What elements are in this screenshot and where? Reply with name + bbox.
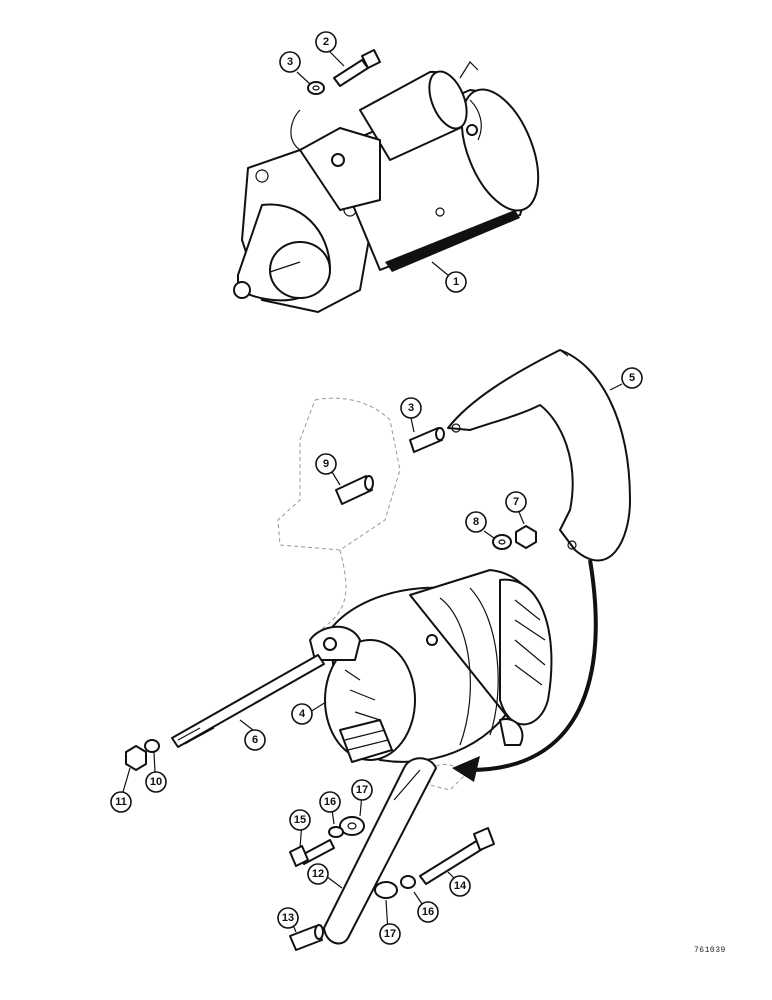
- strap-washer-lower: [374, 881, 398, 899]
- callout-9: 9: [315, 453, 337, 475]
- callout-3-top-label: 3: [287, 56, 293, 68]
- callout-12: 12: [307, 863, 329, 885]
- callout-17-upper-label: 17: [356, 784, 368, 796]
- callout-17-lower: 17: [379, 923, 401, 945]
- guard-washer: [492, 534, 512, 550]
- alternator: [309, 569, 553, 763]
- callout-3-mid: 3: [400, 397, 422, 419]
- strap-bolt: [289, 839, 335, 867]
- callout-8-label: 8: [473, 516, 479, 528]
- starter-motor: [233, 61, 540, 313]
- spacer: [409, 427, 445, 453]
- callout-15-label: 15: [294, 814, 306, 826]
- callout-7-label: 7: [513, 496, 519, 508]
- callout-7: 7: [505, 491, 527, 513]
- strap-spacer: [289, 924, 324, 951]
- callout-8: 8: [465, 511, 487, 533]
- callout-3-mid-label: 3: [408, 402, 414, 414]
- spacer-long: [335, 475, 374, 505]
- fan-guard: [447, 349, 631, 562]
- callout-13: 13: [277, 907, 299, 929]
- diagram-reference-code: 761039: [694, 946, 726, 955]
- callout-6: 6: [244, 729, 266, 751]
- strap-long-bolt: [419, 827, 495, 885]
- callout-1-label: 1: [453, 276, 459, 288]
- rotation-arrow: [452, 559, 598, 782]
- callout-16-upper: 16: [319, 791, 341, 813]
- callout-16-lower: 16: [417, 901, 439, 923]
- callout-16-upper-label: 16: [324, 796, 336, 808]
- callout-11: 11: [110, 791, 132, 813]
- adjusting-strap: [323, 757, 437, 945]
- callout-9-label: 9: [323, 458, 329, 470]
- callout-15: 15: [289, 809, 311, 831]
- callout-12-label: 12: [312, 868, 324, 880]
- starter-washer: [307, 81, 325, 95]
- callout-14-label: 14: [454, 880, 467, 892]
- callout-4: 4: [291, 703, 313, 725]
- callout-5-label: 5: [629, 372, 635, 384]
- callout-11-label: 11: [115, 796, 127, 808]
- lock-washer-upper: [328, 826, 344, 838]
- callout-2: 2: [315, 31, 337, 53]
- through-bolt: [171, 654, 325, 748]
- callout-17-upper: 17: [351, 779, 373, 801]
- starter-bolt: [333, 49, 381, 87]
- callout-1: 1: [445, 271, 467, 293]
- callout-10-label: 10: [150, 776, 162, 788]
- callout-17-lower-label: 17: [384, 928, 396, 940]
- callout-3-top: 3: [279, 51, 301, 73]
- callout-13-label: 13: [282, 912, 294, 924]
- lock-washer-lower: [400, 875, 416, 889]
- callout-2-label: 2: [323, 36, 329, 48]
- callout-10: 10: [145, 771, 167, 793]
- callout-14: 14: [449, 875, 471, 897]
- through-bolt-washer: [144, 739, 160, 753]
- guard-nut: [515, 525, 537, 549]
- through-bolt-nut: [125, 745, 147, 771]
- callout-4-label: 4: [299, 708, 306, 720]
- callout-6-label: 6: [252, 734, 258, 746]
- callout-16-lower-label: 16: [422, 906, 434, 918]
- callout-5: 5: [621, 367, 643, 389]
- strap-washer-upper: [339, 816, 365, 836]
